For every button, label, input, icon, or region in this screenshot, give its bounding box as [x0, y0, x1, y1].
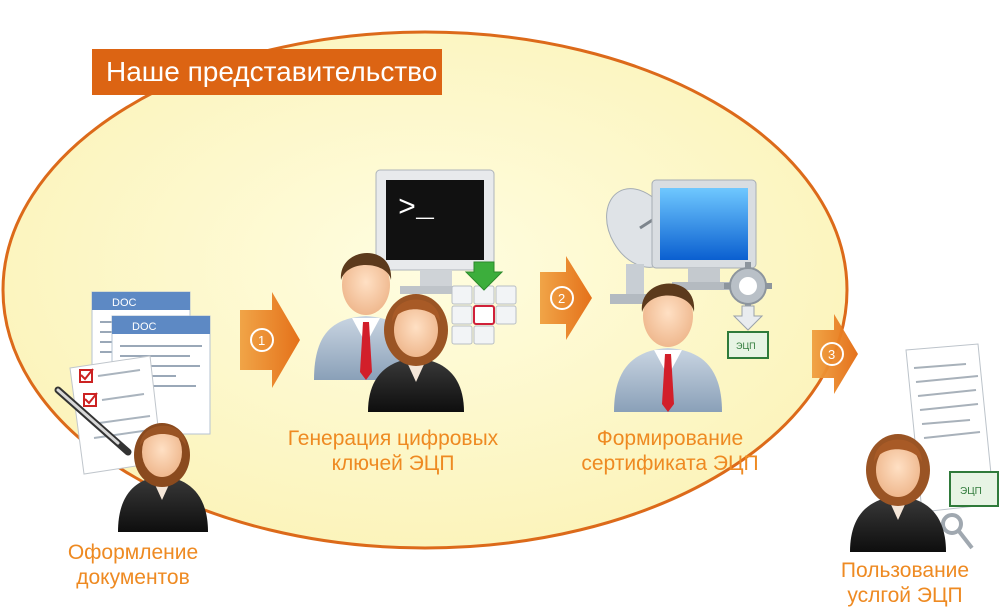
svg-text:ЭЦП: ЭЦП	[960, 486, 982, 497]
svg-text:DOC: DOC	[132, 321, 157, 333]
step-label-documents: Оформление документов	[67, 541, 199, 589]
svg-text:>_: >_	[398, 192, 435, 226]
step-documents-illustration: DOC DOC	[54, 291, 211, 532]
woman-avatar	[118, 423, 208, 532]
woman-avatar	[368, 294, 464, 412]
key-icon	[941, 513, 974, 550]
svg-text:ЭЦП: ЭЦП	[736, 341, 756, 351]
woman-avatar	[850, 434, 946, 552]
download-arrow-icon	[732, 305, 764, 331]
step-label-usage: Пользование услгой ЭЦП	[840, 559, 970, 607]
step-certificate-illustration: ЭЦП	[606, 179, 772, 412]
certificate-icon: ЭЦП	[727, 331, 769, 359]
gear-icon	[724, 262, 772, 310]
svg-text:2: 2	[558, 291, 565, 306]
terminal-monitor-icon: >_	[375, 169, 495, 294]
monitor-icon	[651, 179, 757, 290]
step-label-key-generation: Генерация цифровых ключей ЭЦП	[287, 427, 499, 475]
pen-icon	[54, 386, 132, 456]
man-avatar	[614, 283, 722, 412]
step-label-certificate: Формирование сертификата ЭЦП	[581, 427, 759, 475]
office-title-banner: Наше представительство	[92, 49, 442, 95]
step-usage-illustration: ЭЦП	[850, 343, 999, 552]
arrow-step-3: 3	[812, 314, 858, 394]
arrow-step-1: 1	[240, 292, 300, 388]
svg-text:1: 1	[258, 333, 265, 348]
step-key-generation-illustration: >_	[314, 169, 517, 412]
arrow-step-2: 2	[540, 256, 592, 340]
man-avatar	[314, 252, 418, 380]
svg-text:DOC: DOC	[112, 297, 137, 309]
svg-text:3: 3	[828, 347, 835, 362]
certificate-icon: ЭЦП	[949, 471, 999, 507]
keyboard-icon	[451, 261, 517, 345]
